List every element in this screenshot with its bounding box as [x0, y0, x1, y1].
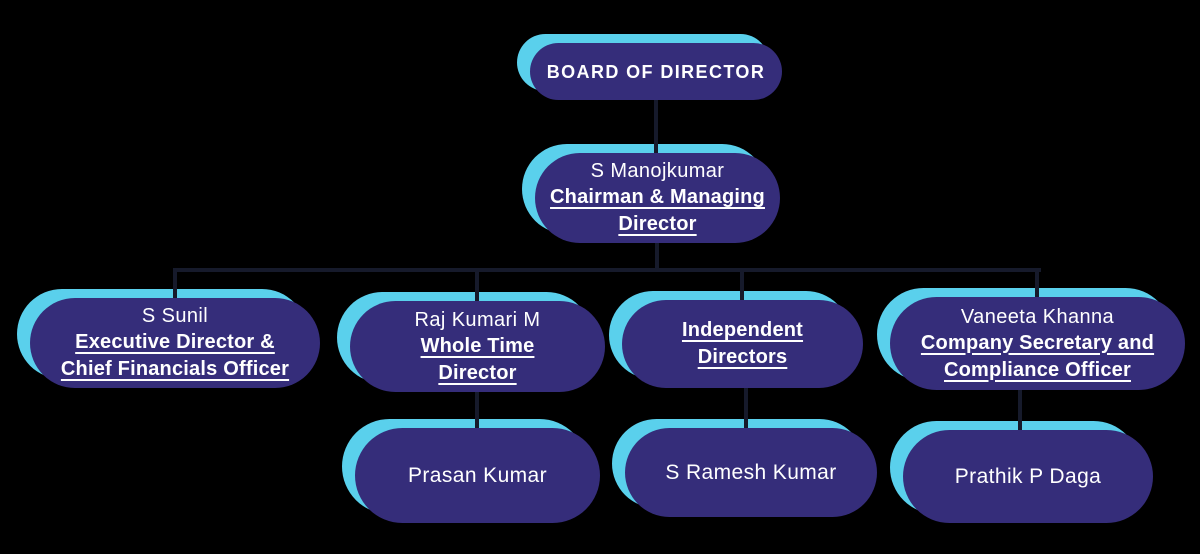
org-node-prathik-p-daga: Prathik P Daga	[890, 421, 1153, 523]
member-name: S Sunil	[141, 305, 209, 327]
pill-body: S Ramesh Kumar	[625, 428, 877, 517]
member-role: Chief Financials Officer	[60, 358, 290, 380]
member-role: Executive Director &	[75, 331, 275, 353]
pill-body: Raj Kumari M Whole Time Director	[350, 301, 605, 392]
org-node-chairman-managing-director: S Manojkumar Chairman & Managing Directo…	[522, 144, 780, 243]
pill-body: S Manojkumar Chairman & Managing Directo…	[535, 153, 780, 243]
connector-independent-to-ramesh	[744, 382, 748, 446]
member-name: S Ramesh Kumar	[665, 460, 837, 484]
pill-body: Independent Directors	[622, 300, 863, 388]
member-role: Directors	[697, 346, 788, 368]
member-name: S Manojkumar	[590, 160, 725, 182]
connector-drop-whole-time	[475, 268, 479, 318]
member-role: Chairman & Managing	[550, 186, 765, 208]
member-role: Independent	[681, 319, 804, 341]
member-role: Company Secretary and	[920, 331, 1155, 354]
member-role: Compliance Officer	[944, 358, 1131, 381]
org-node-whole-time-director: Raj Kumari M Whole Time Director	[337, 292, 605, 392]
member-name: Raj Kumari M	[414, 308, 541, 331]
org-node-prasan-kumar: Prasan Kumar	[342, 419, 600, 523]
pill-body: Prathik P Daga	[903, 430, 1153, 523]
org-node-executive-director-cfo: S Sunil Executive Director & Chief Finan…	[17, 289, 320, 388]
member-name: Prasan Kumar	[407, 463, 548, 487]
member-role: Director	[618, 213, 697, 235]
connector-drop-independent	[740, 268, 744, 316]
pill-body: Vaneeta Khanna Company Secretary and Com…	[890, 297, 1185, 390]
pill-body: BOARD OF DIRECTOR	[530, 43, 782, 100]
board-title: BOARD OF DIRECTOR	[546, 61, 766, 82]
pill-body: Prasan Kumar	[355, 428, 600, 523]
connector-drop-secretary	[1035, 268, 1039, 314]
org-node-independent-directors: Independent Directors	[609, 291, 863, 388]
connector-drop-executive	[173, 268, 177, 316]
member-name: Prathik P Daga	[954, 464, 1102, 488]
connector-horizontal-bus	[173, 268, 1041, 272]
org-node-company-secretary: Vaneeta Khanna Company Secretary and Com…	[877, 288, 1185, 390]
connector-board-to-chairman	[654, 96, 658, 158]
pill-body: S Sunil Executive Director & Chief Finan…	[30, 298, 320, 388]
connector-chairman-stem	[655, 238, 659, 272]
connector-whole-time-to-prasan	[475, 385, 479, 447]
org-node-board-of-director: BOARD OF DIRECTOR	[517, 34, 782, 100]
member-role: Director	[438, 361, 517, 384]
org-node-s-ramesh-kumar: S Ramesh Kumar	[612, 419, 877, 517]
connector-secretary-to-prathik	[1018, 384, 1022, 450]
member-name: Vaneeta Khanna	[960, 305, 1115, 328]
member-role: Whole Time	[420, 334, 535, 357]
